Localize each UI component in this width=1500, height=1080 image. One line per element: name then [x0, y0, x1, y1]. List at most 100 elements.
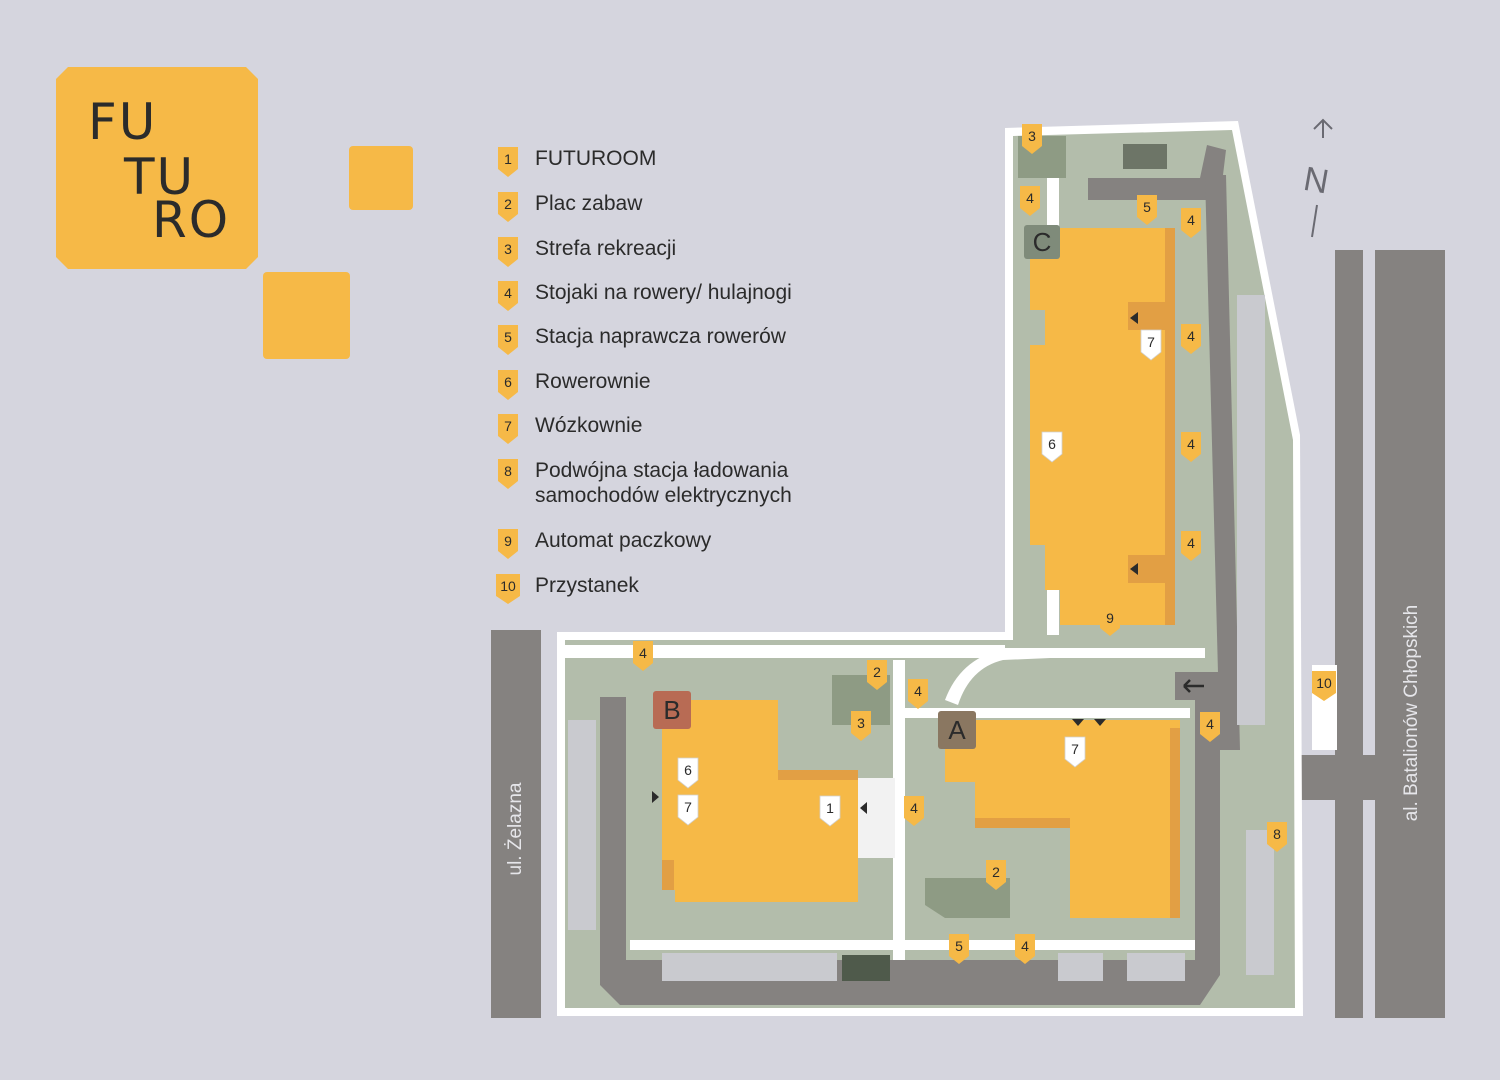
- building-letter: B: [663, 695, 680, 725]
- legend-pin-icon: 2: [498, 192, 518, 222]
- map-pin-4: 4: [1020, 186, 1040, 216]
- svg-text:9: 9: [504, 533, 512, 549]
- map-pin-number: 3: [857, 715, 865, 731]
- map-pin-6: 6: [677, 757, 699, 789]
- entrance-marker: [1094, 719, 1106, 726]
- logo-line-2: TU: [124, 148, 196, 206]
- building-a-shade: [1170, 728, 1180, 918]
- building-letter: A: [948, 715, 966, 745]
- map-pin-4: 4: [1181, 208, 1201, 238]
- map-pin-number: 4: [910, 800, 918, 816]
- walkway: [565, 648, 1205, 658]
- dark-patch: [842, 955, 890, 981]
- parking-row: [1058, 953, 1103, 981]
- map-pin-number: 6: [684, 762, 692, 778]
- map-pin-1: 1: [819, 795, 841, 827]
- compass-letter: N: [1301, 160, 1332, 202]
- map-pin-4: 4: [904, 796, 924, 826]
- parking-row: [1246, 830, 1274, 975]
- futuro-logo: FU TU RO: [56, 67, 258, 269]
- map-pin-4: 4: [1181, 531, 1201, 561]
- dark-patch: [1123, 144, 1167, 169]
- logo-decor-square: [263, 272, 350, 359]
- map-pin-4: 4: [1200, 712, 1220, 742]
- map-pin-6: 6: [1041, 431, 1063, 463]
- map-pin-number: 2: [992, 864, 1000, 880]
- map-pin-number: 3: [1028, 128, 1036, 144]
- road-label-zelazna: ul. Żelazna: [505, 782, 526, 876]
- legend-pin-icon: 5: [498, 325, 518, 355]
- walkway: [630, 940, 1195, 950]
- legend-label: Rowerownie: [535, 370, 651, 393]
- map-pin-4: 4: [1181, 324, 1201, 354]
- legend-pin-icon: 8: [498, 459, 518, 489]
- map-pin-7: 7: [677, 794, 699, 826]
- map-pin-number: 7: [1147, 334, 1155, 350]
- map-pin-7: 7: [1064, 736, 1086, 768]
- map-pin-number: 4: [1187, 436, 1195, 452]
- legend-item: 7 Wózkownie: [495, 413, 642, 445]
- map-pin-2: 2: [986, 860, 1006, 890]
- walkway-curve: [945, 648, 1050, 705]
- legend-pin-icon: 1: [498, 147, 518, 177]
- legend-label: Stacja naprawcza rowerów: [535, 325, 786, 348]
- map-pin-8: 8: [1267, 822, 1287, 852]
- map-pin-number: 6: [1048, 436, 1056, 452]
- map-pin-3: 3: [1022, 124, 1042, 154]
- legend-pin-icon: 7: [498, 414, 518, 444]
- building-c-shade: [1165, 228, 1175, 625]
- map-pin-5: 5: [949, 934, 969, 964]
- road-zelazna: [491, 630, 541, 1018]
- compass-line: [1311, 204, 1318, 238]
- legend-label: Wózkownie: [535, 414, 643, 437]
- legend-item: 10 Przystanek: [495, 573, 639, 605]
- legend-pin-icon: 4: [498, 281, 518, 311]
- map-pin-number: 10: [1316, 675, 1332, 691]
- internal-road-east: [1205, 175, 1240, 750]
- building-b: [662, 700, 858, 902]
- logo-line-1: FU: [88, 93, 158, 151]
- north-arrow-icon: [1313, 118, 1333, 138]
- map-pin-number: 4: [1021, 938, 1029, 954]
- map-pin-4: 4: [1181, 432, 1201, 462]
- legend-label: Przystanek: [535, 574, 639, 597]
- map-pin-4: 4: [1015, 934, 1035, 964]
- building-a-shade: [975, 818, 1070, 828]
- map-pin-2: 2: [867, 660, 887, 690]
- svg-text:3: 3: [504, 241, 512, 257]
- svg-text:7: 7: [504, 418, 512, 434]
- building-b-shade: [662, 860, 674, 890]
- legend-label: Podwójna stacja ładowania samochodów ele…: [535, 459, 792, 507]
- legend-pin-icon: 3: [498, 237, 518, 267]
- map-pin-number: 5: [1143, 199, 1151, 215]
- compass: N: [1301, 118, 1333, 238]
- map-pin-number: 9: [1106, 610, 1114, 626]
- entry-arrow-icon: [1183, 679, 1204, 693]
- map-pin-number: 4: [639, 645, 647, 661]
- map-pin-number: 7: [1071, 741, 1079, 757]
- map-pin-number: 4: [1187, 328, 1195, 344]
- walkway: [893, 660, 905, 960]
- legend-pin-icon: 10: [496, 574, 520, 604]
- svg-text:6: 6: [504, 374, 512, 390]
- svg-text:4: 4: [504, 285, 512, 301]
- playground: [925, 878, 1010, 918]
- svg-text:1: 1: [504, 151, 512, 167]
- map-pin-7: 7: [1140, 329, 1162, 361]
- map-pin-4: 4: [633, 641, 653, 671]
- map-pin-5: 5: [1137, 195, 1157, 225]
- legend-item: 8 Podwójna stacja ładowania samochodów el…: [495, 458, 792, 508]
- legend-item: 5 Stacja naprawcza rowerów: [495, 324, 786, 356]
- legend-pin-icon: 6: [498, 370, 518, 400]
- entrance-marker: [1130, 563, 1138, 575]
- legend-label: Stojaki na rowery/ hulajnogi: [535, 281, 792, 304]
- entrance-marker: [1130, 312, 1138, 324]
- svg-text:10: 10: [500, 578, 516, 594]
- walkway: [905, 708, 1190, 718]
- map-pin-number: 4: [1187, 212, 1195, 228]
- entrance-marker: [1072, 719, 1084, 726]
